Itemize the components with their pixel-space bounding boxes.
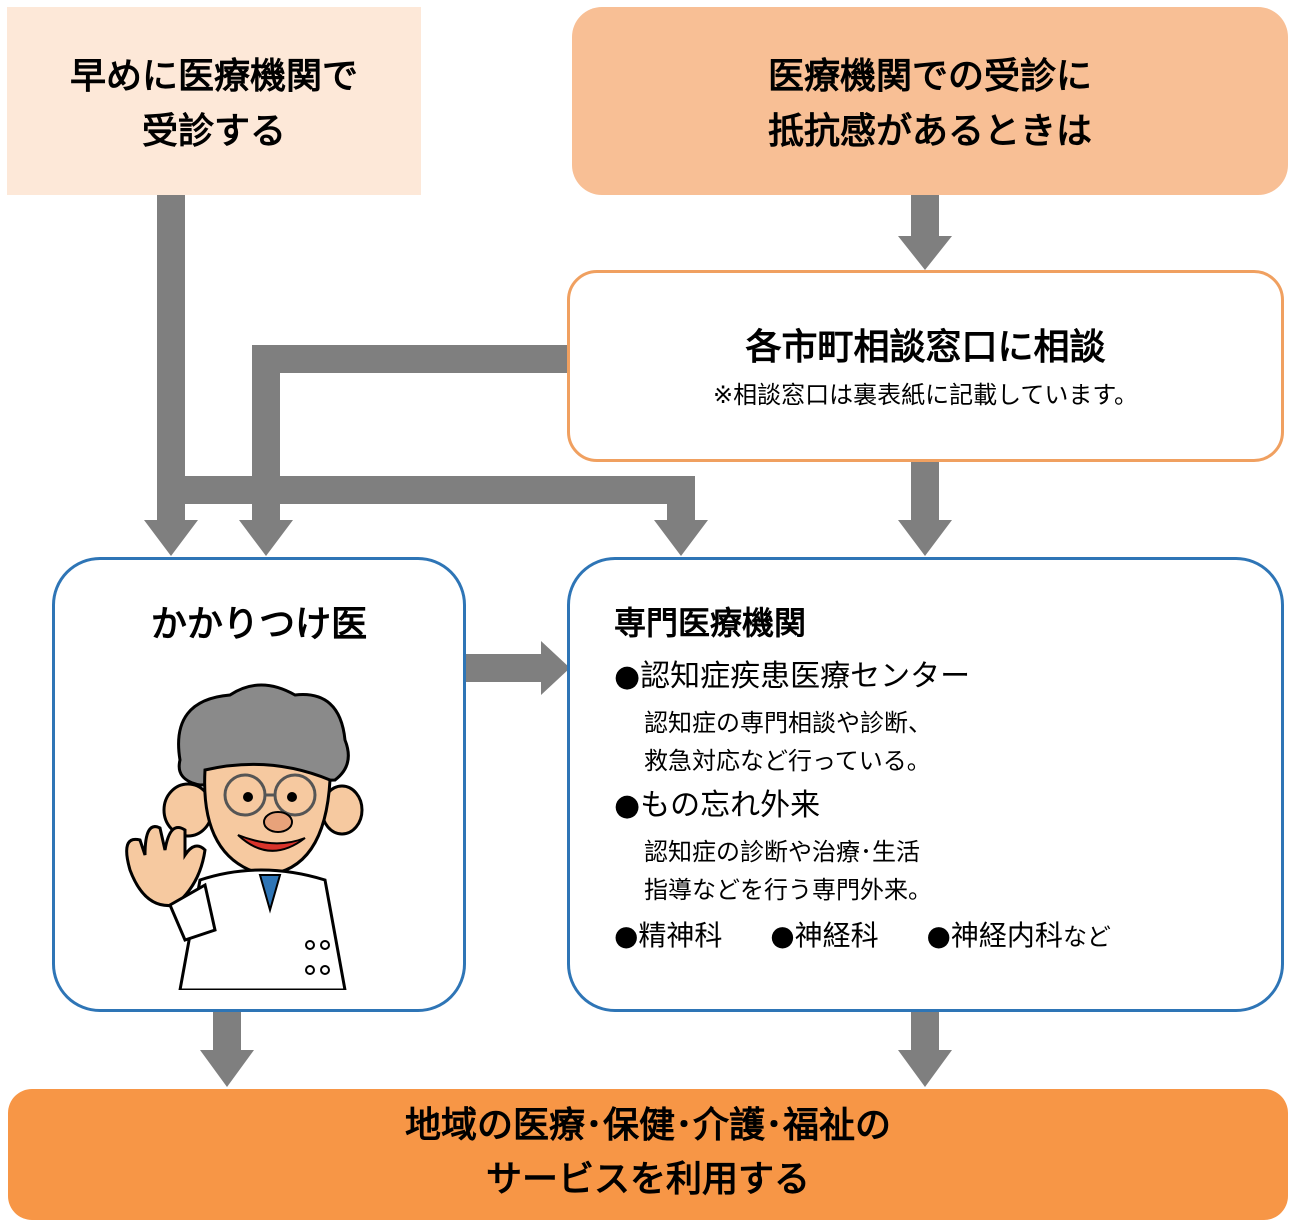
community-services-line2: サービスを利用する <box>485 1159 810 1200</box>
arrow-head <box>898 236 952 270</box>
arrow-head <box>239 520 293 556</box>
specialist-others: ●精神科 ●神経科 ●神経内科など <box>614 916 1111 957</box>
arrow-shaft <box>213 1012 241 1052</box>
arrow-head <box>200 1050 254 1087</box>
arrow-shaft <box>252 345 280 520</box>
consultation-note: ※相談窓口は裏表紙に記載しています。 <box>713 381 1138 409</box>
arrow-head <box>898 520 952 556</box>
specialist-item-desc: 認知症の診断や治療･生活 <box>644 838 920 866</box>
arrow-shaft <box>911 462 939 520</box>
arrow-head <box>541 641 570 695</box>
early-visit-line2: 受診する <box>141 111 286 152</box>
community-services-line1: 地域の医療･保健･介護･福祉の <box>404 1105 891 1146</box>
arrow-head <box>654 520 708 556</box>
arrow-shaft <box>157 195 185 520</box>
arrow-head <box>144 520 198 556</box>
specialist-item-desc: 救急対応など行っている。 <box>644 747 931 775</box>
arrow-shaft <box>252 345 567 373</box>
early-visit-box: 早めに医療機関で 受診する <box>7 7 421 195</box>
specialist-title: 専門医療機関 <box>614 604 807 642</box>
neurology-label: ●神経科 <box>770 919 879 952</box>
reluctance-line1: 医療機関での受診に <box>767 56 1092 97</box>
arrow-shaft <box>667 476 695 520</box>
neurology-internal-label: ●神経内科 <box>926 919 1063 952</box>
psychiatry-label: ●精神科 <box>614 919 723 952</box>
arrow-shaft <box>911 195 939 237</box>
specialist-item-head: ●認知症疾患医療センター <box>614 659 971 694</box>
specialist-item-desc: 認知症の専門相談や診断、 <box>644 709 932 737</box>
specialist-box: 専門医療機関 ●認知症疾患医療センター 認知症の専門相談や診断、 救急対応など行… <box>567 557 1284 1012</box>
doctor-illustration-icon <box>125 683 364 990</box>
specialist-item-head: ●もの忘れ外来 <box>614 788 821 823</box>
reluctance-line2: 抵抗感があるときは <box>767 111 1092 152</box>
consultation-box: 各市町相談窓口に相談 ※相談窓口は裏表紙に記載しています。 <box>567 270 1284 462</box>
family-doctor-box: かかりつけ医 <box>52 557 466 1012</box>
arrow-head <box>898 1050 952 1087</box>
specialist-item-desc: 指導などを行う専門外来。 <box>644 876 932 904</box>
arrow-shaft <box>911 1012 939 1052</box>
early-visit-line1: 早めに医療機関で <box>69 56 358 97</box>
others-suffix: など <box>1062 923 1111 951</box>
family-doctor-title: かかりつけ医 <box>150 604 368 645</box>
consultation-title: 各市町相談窓口に相談 <box>745 327 1106 368</box>
community-services-box: 地域の医療･保健･介護･福祉の サービスを利用する <box>8 1089 1288 1220</box>
reluctance-box: 医療機関での受診に 抵抗感があるときは <box>572 7 1288 195</box>
